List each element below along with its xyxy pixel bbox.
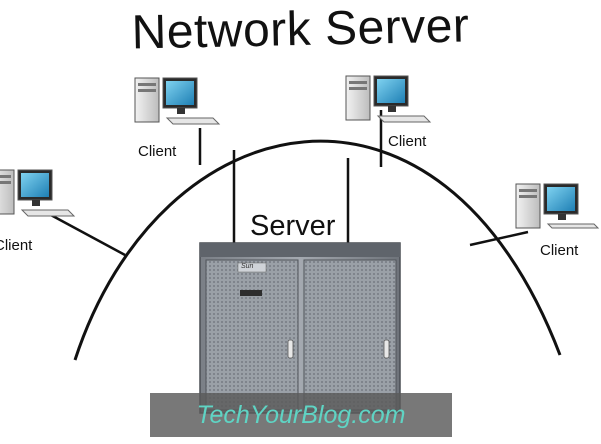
client-label: Client (138, 143, 177, 160)
desktop-computer-icon (345, 75, 432, 123)
client-label: Client (540, 242, 579, 259)
rack-server-icon (199, 242, 401, 414)
client-connection-line (48, 212, 126, 257)
desktop-computer-icon (515, 183, 600, 229)
server-label: Server (250, 210, 336, 242)
watermark-band (150, 393, 452, 437)
network-backbone-line (73, 139, 562, 361)
client-label: Client (388, 133, 427, 150)
client-connection-line (469, 230, 529, 247)
desktop-computer-icon (134, 77, 221, 125)
desktop-computer-icon (0, 169, 76, 217)
client-label: Client (0, 237, 33, 254)
server-brand-plate: Sun (241, 263, 254, 270)
watermark-text: TechYourBlog.com (196, 401, 406, 429)
